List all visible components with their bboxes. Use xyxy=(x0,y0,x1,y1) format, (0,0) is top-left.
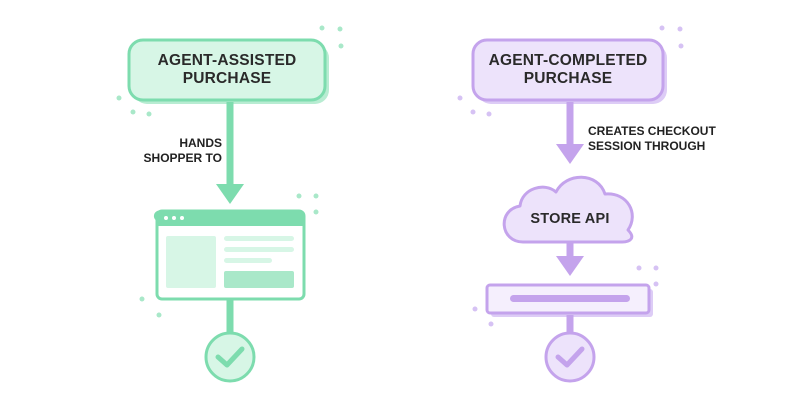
right-arrow-1-head xyxy=(556,144,584,164)
browser-window-icon xyxy=(153,209,306,301)
left-check-icon xyxy=(204,331,256,383)
right-check-icon xyxy=(544,331,596,383)
left-edge-line-2: SHOPPER TO xyxy=(143,151,222,165)
right-arrow-2-head xyxy=(556,256,584,276)
left-title-line-2: PURCHASE xyxy=(182,70,272,87)
right-title-text: AGENT-COMPLETED PURCHASE xyxy=(473,52,663,88)
right-title-line-1: AGENT-COMPLETED xyxy=(488,52,648,69)
left-title-box xyxy=(127,38,327,102)
left-decor-dots xyxy=(116,25,344,318)
right-edge-line-2: SESSION THROUGH xyxy=(588,139,706,153)
left-edge-line-1: HANDS xyxy=(179,136,222,150)
left-title-text: AGENT-ASSISTED PURCHASE xyxy=(129,52,325,88)
cloud-label: STORE API xyxy=(530,211,610,227)
cloud-shape xyxy=(502,175,634,244)
left-arrow-head xyxy=(216,184,244,204)
right-edge-label: CREATES CHECKOUT SESSION THROUGH xyxy=(588,124,716,154)
left-edge-label: HANDS SHOPPER TO xyxy=(144,136,222,166)
left-flow xyxy=(116,25,344,383)
right-edge-line-1: CREATES CHECKOUT xyxy=(588,124,716,138)
left-title-line-1: AGENT-ASSISTED xyxy=(157,52,297,69)
right-title-line-2: PURCHASE xyxy=(523,70,613,87)
right-flow xyxy=(457,25,684,383)
input-bar-icon xyxy=(485,283,653,317)
right-title-box xyxy=(471,38,665,102)
right-decor-dots xyxy=(457,25,684,327)
